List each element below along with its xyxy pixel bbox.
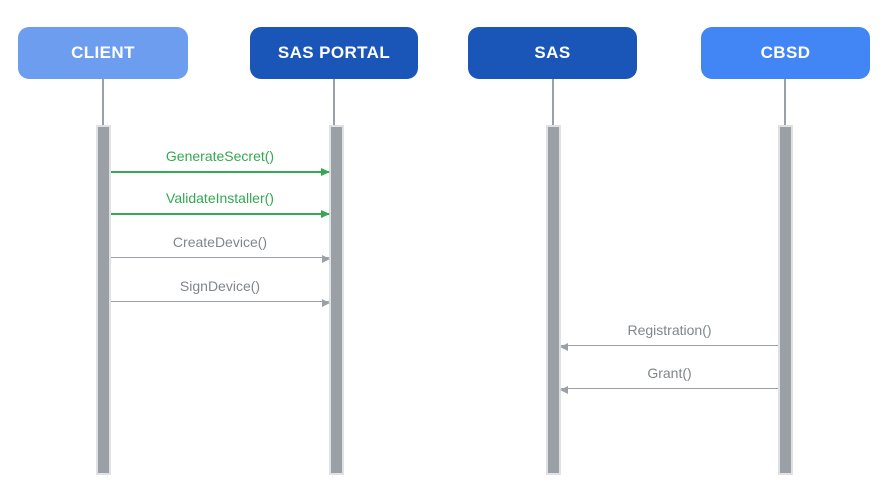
arrow-line [111,257,329,258]
actor-box-sas: SAS [468,27,637,79]
message-label: GenerateSecret() [165,148,275,164]
message-label: Grant() [647,365,692,381]
arrow-right-icon [322,298,330,307]
lifeline-stem-sas-portal [333,79,335,126]
message-validate-installer: ValidateInstaller() [111,189,330,218]
activation-bar-client [96,125,111,475]
activation-bar-sas-portal [329,125,344,475]
actor-box-client: CLIENT [18,27,188,79]
arrow-line [561,388,778,389]
message-registration: Registration() [560,321,778,351]
arrow-right-icon [321,210,330,218]
actor-box-sas-portal: SAS PORTAL [250,27,418,79]
actor-label-cbsd: CBSD [760,43,811,62]
arrow-line [111,301,329,302]
message-label: CreateDevice() [172,234,268,250]
message-label: SignDevice() [179,278,261,294]
message-label: ValidateInstaller() [166,190,274,206]
arrow-line [111,213,329,215]
actor-label-sas: SAS [534,43,571,62]
lifeline-stem-sas [552,79,554,126]
activation-bar-cbsd [778,125,793,475]
arrow-left-icon [560,385,568,394]
message-grant: Grant() [560,364,778,394]
message-create-device: CreateDevice() [111,233,330,263]
arrow-line [561,345,778,346]
arrow-right-icon [321,168,330,176]
activation-bar-sas [546,125,561,475]
arrow-left-icon [560,342,568,351]
lifeline-stem-client [102,79,104,126]
lifeline-stem-cbsd [784,79,786,126]
arrow-line [111,171,329,173]
actor-label-client: CLIENT [71,43,135,62]
message-sign-device: SignDevice() [111,277,330,307]
actor-label-sas-portal: SAS PORTAL [277,43,391,62]
message-generate-secret: GenerateSecret() [111,147,330,176]
arrow-right-icon [322,254,330,263]
message-label: Registration() [627,322,712,338]
actor-box-cbsd: CBSD [701,27,870,79]
